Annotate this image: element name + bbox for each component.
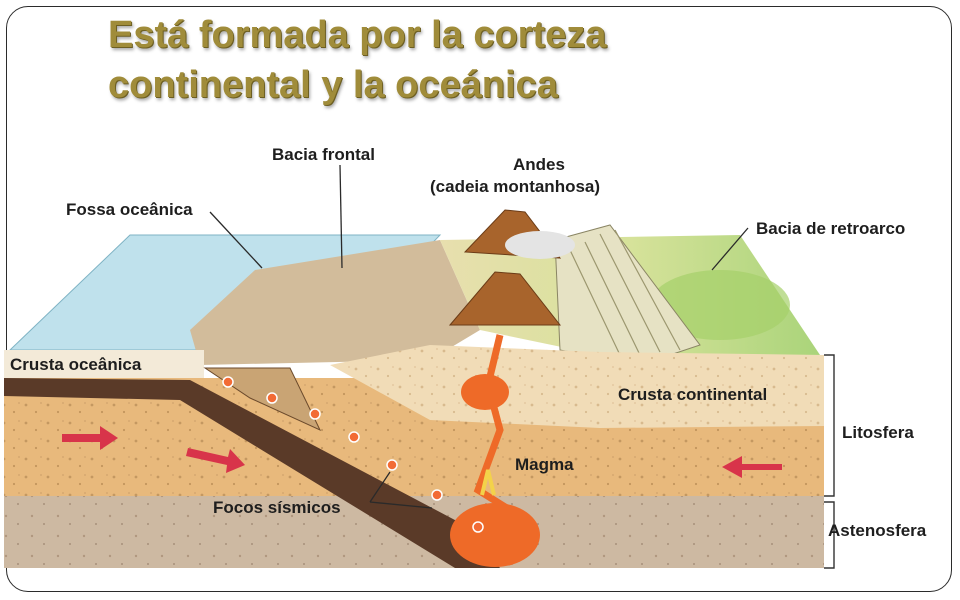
label-crusta-oceanica: Crusta oceânica [10, 355, 142, 374]
oceanic-crust-layer [4, 350, 204, 378]
label-fossa-oceanica: Fossa oceânica [66, 200, 193, 219]
green-basin-area [650, 270, 790, 340]
seismic-focus [266, 392, 278, 404]
seismic-focus [386, 459, 398, 471]
andes-mountains [448, 209, 701, 366]
arrow-right-icon [186, 448, 245, 473]
arrow-left-icon [722, 456, 782, 478]
subducting-plate [4, 378, 500, 568]
seismic-focus [309, 408, 321, 420]
litosfera-bracket [824, 354, 835, 497]
frontal-basin-sediment [190, 240, 480, 365]
seismic-foci [222, 376, 484, 533]
label-crusta-continental: Crusta continental [618, 385, 767, 404]
seismic-focus [472, 521, 484, 533]
title-line-1: Está formada por la corteza [108, 14, 607, 56]
label-astenosfera: Astenosfera [828, 521, 927, 540]
label-magma: Magma [515, 455, 574, 474]
label-cadeia-montanhosa: (cadeia montanhosa) [430, 177, 600, 196]
astenosfera-bracket [824, 501, 835, 569]
plate-motion-arrows [62, 426, 782, 478]
magma-blob-upper [461, 374, 509, 410]
label-litosfera: Litosfera [842, 423, 914, 442]
cross-section [4, 345, 824, 568]
seismic-focus [431, 489, 443, 501]
slide-title: Está formada por la corteza continental … [108, 10, 808, 110]
accretionary-wedge [203, 367, 322, 432]
magma-blob-lower [450, 503, 540, 567]
depth-brackets [824, 354, 835, 569]
magma-conduit [473, 334, 512, 513]
label-andes: Andes [513, 155, 565, 174]
label-focos-sismicos: Focos sísmicos [213, 498, 341, 517]
label-bacia-retroarco: Bacia de retroarco [756, 219, 905, 238]
subduction-diagram: Bacia frontal Andes (cadeia montanhosa) … [0, 130, 960, 585]
volcano-lower [448, 271, 562, 326]
ridge-lines [569, 229, 681, 356]
slide-frame [6, 6, 952, 592]
arrow-right-icon [62, 426, 118, 450]
seismic-focus [348, 431, 360, 443]
title-line-2: continental y la oceánica [108, 64, 558, 106]
seismic-focus [222, 376, 234, 388]
surface-layer [8, 234, 820, 365]
magma-rise-arrow-icon [480, 469, 496, 496]
magma-chamber [450, 334, 540, 567]
label-bacia-frontal: Bacia frontal [272, 145, 375, 164]
volcanic-smoke [505, 231, 575, 259]
leader-lines [209, 164, 749, 509]
